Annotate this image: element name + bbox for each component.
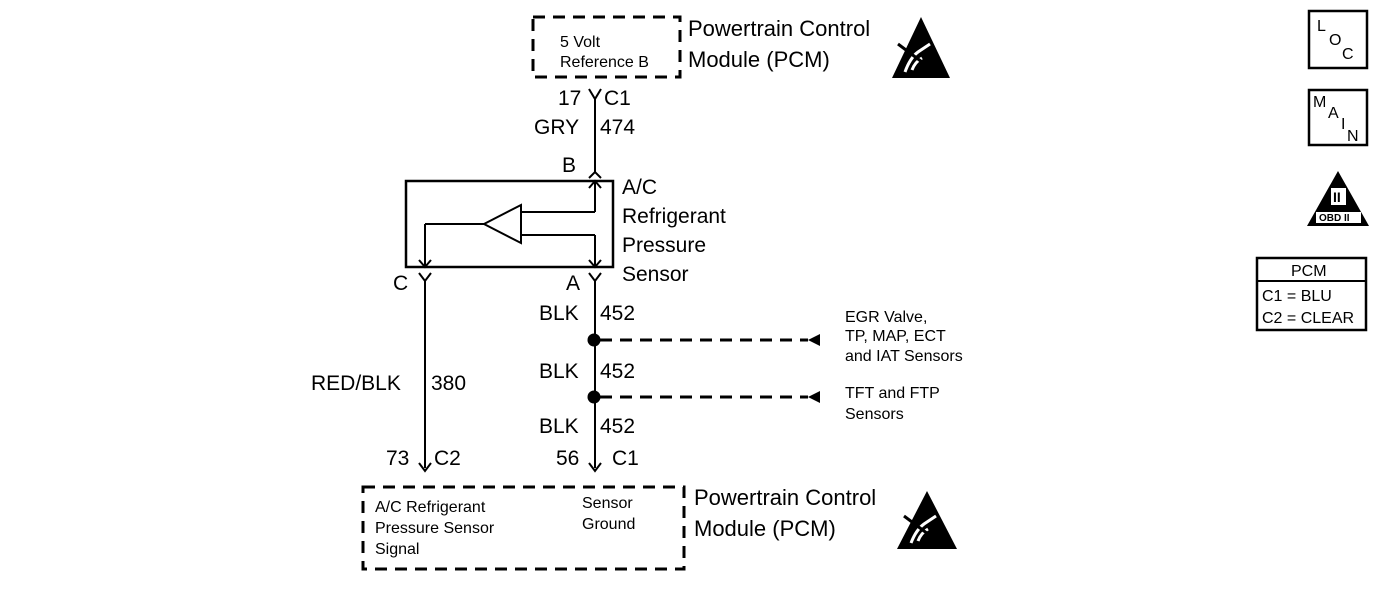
- bottom-pcm-module: A/C Refrigerant Pressure Sensor Signal S…: [361, 485, 957, 571]
- splice1-label-line3: and IAT Sensors: [845, 348, 963, 365]
- bottom-pcm-ground-line1: Sensor: [582, 495, 633, 512]
- bottom-ground-connector-mark: [588, 462, 602, 473]
- pcm-table-row1: C1 = BLU: [1262, 288, 1332, 305]
- loc-letter-o: O: [1329, 32, 1341, 49]
- ac-pressure-sensor: B A/C Refrigerant Pressure Sensor C A: [393, 154, 726, 295]
- splice-2: TFT and FTP Sensors: [587, 385, 940, 423]
- pcm-table-header: PCM: [1291, 263, 1327, 280]
- obd-ii-icon: II OBD II: [1307, 171, 1369, 226]
- top-pcm-inner-line2: Reference B: [560, 54, 649, 71]
- sensor-pin-c: C: [393, 272, 408, 295]
- splice1-label-line2: TP, MAP, ECT: [845, 328, 946, 345]
- bottom-pcm-ground-line2: Ground: [582, 516, 635, 533]
- main-letter-a: A: [1328, 105, 1339, 122]
- top-connector-name: C1: [604, 87, 631, 110]
- obd-numeral: II: [1333, 189, 1341, 205]
- pcm-connector-table: PCM C1 = BLU C2 = CLEAR: [1255, 256, 1368, 332]
- wire-signal-circuit: 380: [431, 372, 466, 395]
- bottom-ground-pin: 56: [556, 447, 579, 470]
- esd-warning-icon: [892, 17, 950, 78]
- main-icon: M A I N: [1307, 88, 1369, 147]
- wire-signal-color: RED/BLK: [311, 372, 401, 395]
- bottom-signal-conn: C2: [434, 447, 461, 470]
- bottom-ground-conn: C1: [612, 447, 639, 470]
- bottom-signal-connector-mark: [418, 462, 432, 473]
- sensor-box: [404, 179, 615, 269]
- bottom-pcm-signal-line3: Signal: [375, 541, 419, 558]
- sensor-pin-a: A: [566, 272, 580, 295]
- top-pcm-module: 5 Volt Reference B Powertrain Control Mo…: [531, 15, 950, 79]
- wire-ground-circuit-2: 452: [600, 360, 635, 383]
- top-pcm-inner-line1: 5 Volt: [560, 34, 601, 51]
- top-connector: 17 C1: [558, 87, 631, 110]
- splice2-label-line2: Sensors: [845, 406, 904, 423]
- bottom-pcm-box: [361, 485, 686, 571]
- wire-ground-circuit-1: 452: [600, 302, 635, 325]
- wire-ground-color-3: BLK: [539, 415, 579, 438]
- esd-warning-icon: [897, 491, 957, 549]
- pcm-table-row2: C2 = CLEAR: [1262, 310, 1354, 327]
- bottom-pcm-signal-line1: A/C Refrigerant: [375, 499, 486, 516]
- sensor-pin-b: B: [562, 154, 576, 177]
- wire-ref-circuit: 474: [600, 116, 635, 139]
- main-letter-n: N: [1347, 128, 1359, 145]
- splice-1: EGR Valve, TP, MAP, ECT and IAT Sensors: [587, 309, 963, 365]
- splice2-label-line1: TFT and FTP: [845, 385, 940, 402]
- loc-letter-l: L: [1317, 18, 1326, 35]
- main-letter-m: M: [1313, 94, 1326, 111]
- wire-ground-color-2: BLK: [539, 360, 579, 383]
- sensor-label-line1: A/C: [622, 176, 657, 199]
- splice1-label-line1: EGR Valve,: [845, 309, 927, 326]
- bottom-pcm-signal-line2: Pressure Sensor: [375, 520, 495, 537]
- sensor-label-line3: Pressure: [622, 234, 706, 257]
- bottom-signal-pin: 73: [386, 447, 409, 470]
- loc-icon: L O C: [1307, 9, 1369, 70]
- wire-ground-color-1: BLK: [539, 302, 579, 325]
- top-pcm-box: [531, 15, 682, 79]
- sensor-label-line2: Refrigerant: [622, 205, 726, 228]
- loc-letter-c: C: [1342, 46, 1354, 63]
- top-connector-pin: 17: [558, 87, 581, 110]
- bottom-pcm-title-line2: Module (PCM): [694, 516, 836, 541]
- sensor-label-line4: Sensor: [622, 263, 689, 286]
- top-pcm-title-line1: Powertrain Control: [688, 16, 870, 41]
- top-pcm-title-line2: Module (PCM): [688, 47, 830, 72]
- wire-ref-color: GRY: [534, 116, 579, 139]
- bottom-pcm-title-line1: Powertrain Control: [694, 485, 876, 510]
- wire-ground-circuit-3: 452: [600, 415, 635, 438]
- main-letter-i: I: [1341, 116, 1345, 133]
- obd-text: OBD II: [1319, 213, 1350, 224]
